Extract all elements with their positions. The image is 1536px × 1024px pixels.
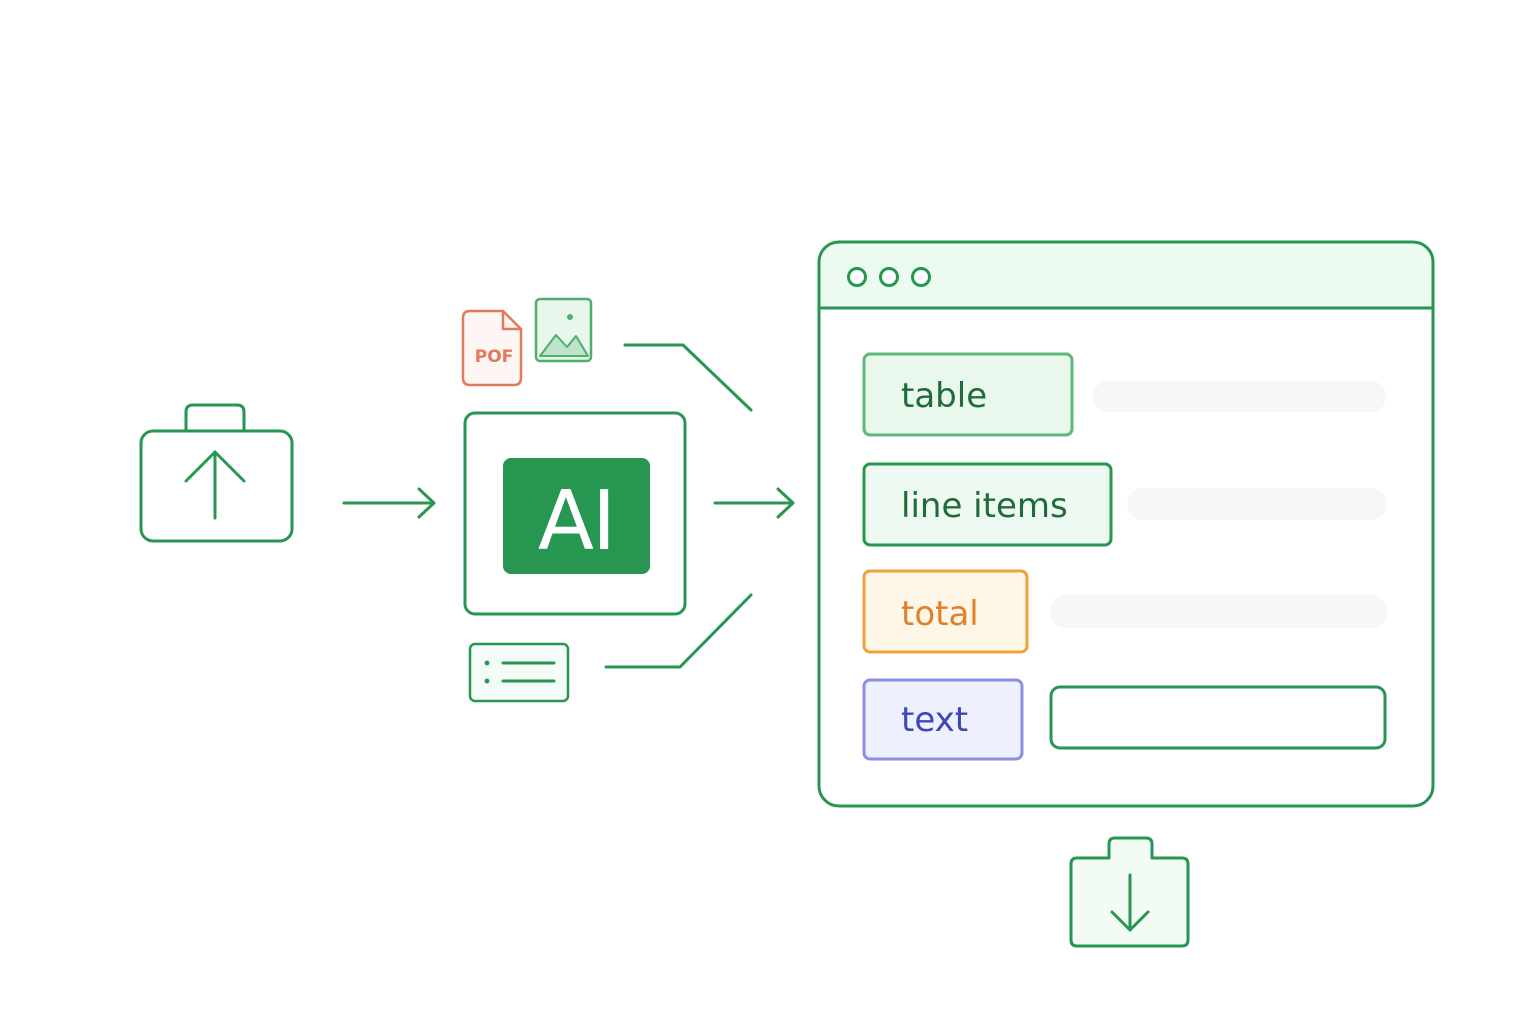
field-tag — [862, 462, 1113, 547]
field-label: line items — [901, 486, 1068, 526]
field-value-placeholder — [1050, 595, 1387, 628]
ai-badge — [503, 458, 650, 574]
list-icon — [468, 642, 570, 703]
arrow-upload-to-ai — [342, 487, 436, 519]
field-tag — [862, 569, 1029, 654]
field-label: table — [901, 376, 987, 416]
field-value-placeholder — [1093, 381, 1386, 412]
pdf-label: POF — [475, 347, 514, 367]
pdf-file-icon: POF — [461, 309, 523, 387]
field-tag — [862, 678, 1024, 761]
window-dot-icon — [847, 267, 867, 287]
field-table: table — [862, 352, 1386, 437]
window-dot-icon — [879, 267, 899, 287]
window-titlebar — [819, 242, 1433, 308]
field-line-items: line items — [862, 462, 1387, 547]
ai-label: AI — [538, 474, 614, 569]
download-icon[interactable] — [1069, 836, 1190, 948]
connector-top — [623, 343, 753, 412]
field-value-placeholder — [1127, 488, 1387, 520]
field-total: total — [862, 569, 1387, 654]
upload-icon — [139, 403, 294, 543]
ai-processor: AI — [463, 411, 687, 616]
field-tag — [862, 352, 1074, 437]
field-text: text — [862, 678, 1387, 761]
connector-bottom — [604, 593, 753, 669]
field-label: total — [901, 594, 979, 634]
output-window: table line items total text — [817, 240, 1435, 808]
arrow-ai-to-window — [713, 487, 795, 519]
field-label: text — [901, 700, 968, 740]
window-dot-icon — [911, 267, 931, 287]
image-icon — [534, 297, 593, 363]
field-value-input[interactable] — [1049, 685, 1387, 750]
